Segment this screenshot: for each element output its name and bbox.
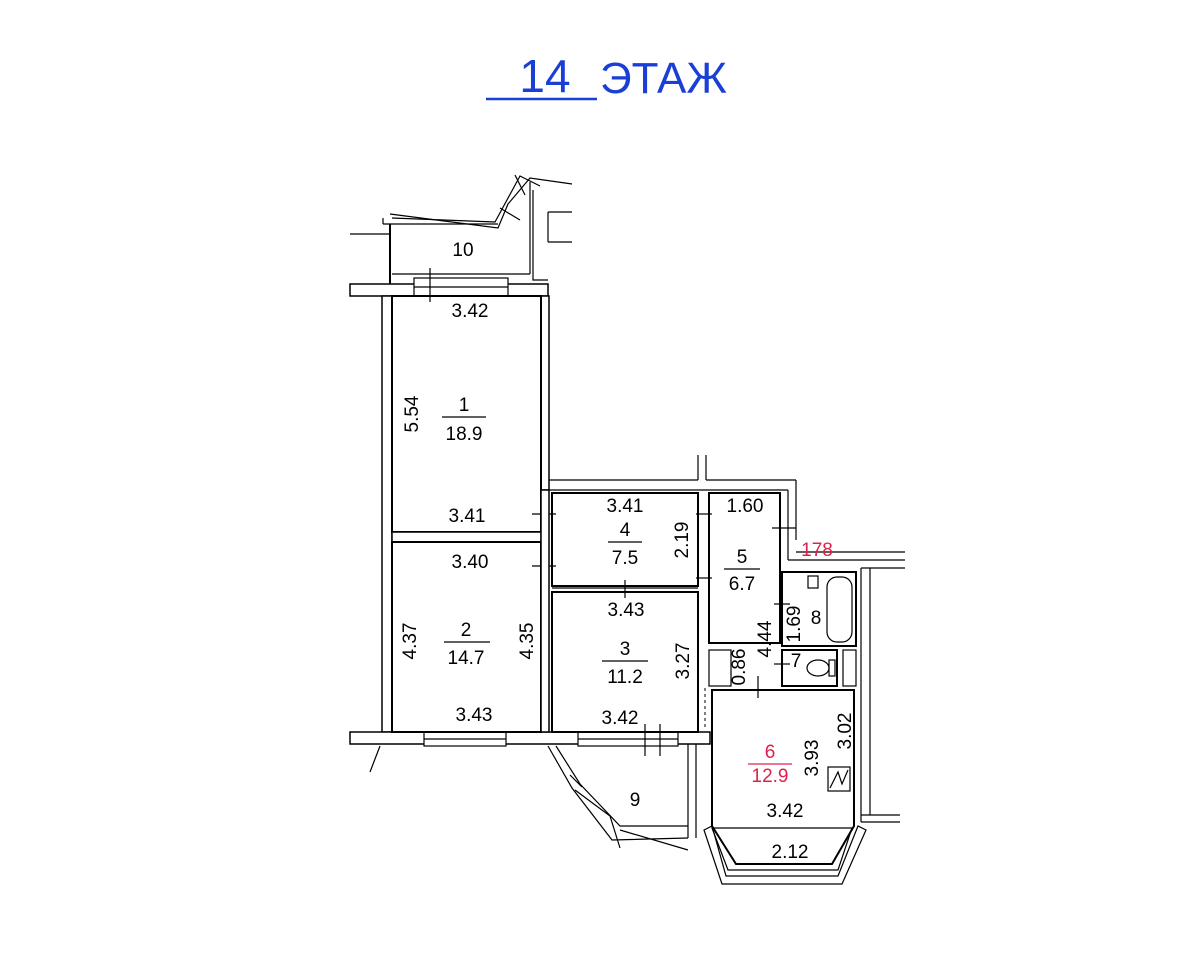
room-8-number: 8 <box>811 608 822 629</box>
room-2-area: 14.7 <box>448 648 485 669</box>
dim-room1-length: 5.54 <box>402 395 423 432</box>
floor-word: ЭТАЖ <box>600 54 727 103</box>
room-7-wc <box>781 649 838 687</box>
room-3-area: 11.2 <box>607 667 643 688</box>
room-9-number: 9 <box>630 790 641 811</box>
bathtub-icon <box>826 576 853 643</box>
room-5 <box>708 492 781 644</box>
room-3-number: 3 <box>620 639 631 660</box>
apartment-number: 178 <box>801 540 833 561</box>
room-10-number: 10 <box>452 240 473 261</box>
dim-room2-width-top: 3.40 <box>452 552 489 573</box>
balcony-10-walls <box>350 174 573 293</box>
dim-room5-length: 4.44 <box>755 620 776 657</box>
room-6-number: 6 <box>765 742 776 763</box>
room-7-number: 7 <box>791 651 802 672</box>
dim-room3-depth: 3.27 <box>673 643 694 680</box>
dim-room2-width-bottom: 3.43 <box>456 705 493 726</box>
loggia-9 <box>547 744 697 851</box>
dim-room2-length-left: 4.37 <box>400 623 421 660</box>
toilet-icon <box>806 659 830 677</box>
room-2-number: 2 <box>461 620 472 641</box>
dim-room3-width-top: 3.43 <box>608 600 645 621</box>
dim-room3-width-bottom: 3.42 <box>602 708 639 729</box>
sink-icon <box>807 575 819 589</box>
dim-room4-depth: 2.19 <box>672 522 693 559</box>
dim-room1-width-bottom: 3.41 <box>449 506 486 527</box>
room-labels: 10 1 18.9 2 14.7 4 7.5 3 11.2 5 6.7 6 12… <box>442 240 833 811</box>
stove-icon <box>827 766 851 792</box>
dim-room5-width: 1.60 <box>727 496 764 517</box>
room-6-area: 12.9 <box>752 766 789 787</box>
dim-room8-width: 1.69 <box>784 606 805 643</box>
room-8-bathroom <box>781 571 857 647</box>
dim-room6-width: 3.42 <box>767 801 804 822</box>
dim-room2-length-right: 4.35 <box>517 623 538 660</box>
room-3 <box>551 591 699 733</box>
dimension-labels: 3.42 5.54 3.41 3.40 4.37 4.35 3.43 3.41 … <box>400 301 856 863</box>
dim-room6-bay-width: 2.12 <box>772 842 809 863</box>
dim-room6-depth: 3.02 <box>835 713 856 750</box>
dim-room1-width-top: 3.42 <box>452 301 489 322</box>
room-5-number: 5 <box>737 547 748 568</box>
dim-room6-length: 3.93 <box>802 740 823 777</box>
room-1-area: 18.9 <box>446 424 483 445</box>
dim-room4-width: 3.41 <box>607 496 644 517</box>
floor-number: 14 <box>519 50 570 102</box>
room-4-number: 4 <box>620 520 631 541</box>
room-5-area: 6.7 <box>729 574 755 595</box>
room-1-number: 1 <box>459 395 470 416</box>
floor-title: 14 ЭТАЖ <box>486 50 727 103</box>
room-4-area: 7.5 <box>612 548 638 569</box>
dim-room7-width: 0.86 <box>729 649 750 686</box>
